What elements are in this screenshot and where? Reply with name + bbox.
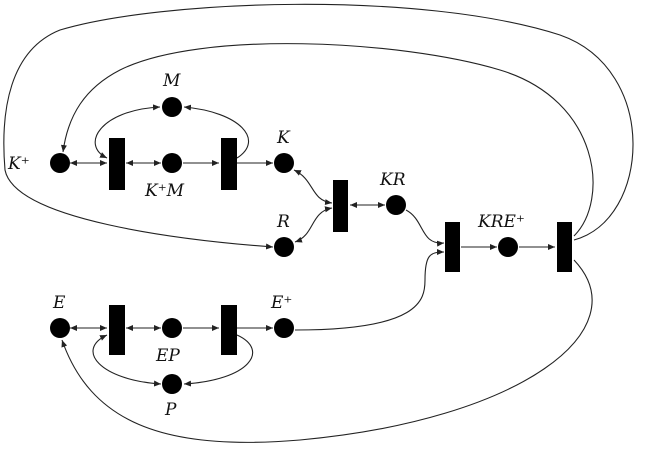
place-p (162, 374, 182, 394)
place-ep (162, 318, 182, 338)
edge-p-t6 (92, 334, 162, 387)
transition-t7 (221, 305, 237, 355)
edge-t5-r (3, 3, 634, 250)
place-e (50, 318, 70, 338)
edge-t3-r (294, 206, 333, 243)
edge-m-t1 (94, 104, 161, 159)
transition-t1 (109, 138, 125, 190)
label-k: K (276, 128, 291, 148)
transitions (109, 138, 572, 355)
label-k-plus: K⁺ (7, 154, 30, 174)
labels: K⁺ M K⁺M K R KR KRE⁺ E EP E⁺ P (7, 71, 525, 420)
label-r: R (276, 212, 290, 232)
transition-t6 (109, 305, 125, 355)
label-ep: EP (155, 346, 180, 366)
edge-eplus-t4 (294, 249, 445, 331)
label-kr: KR (379, 170, 406, 190)
transition-t4 (445, 222, 460, 272)
edges (3, 3, 634, 443)
edge-t5-e (61, 259, 593, 443)
label-k-plus-m: K⁺M (144, 181, 185, 201)
label-e: E (52, 293, 66, 313)
label-m: M (162, 71, 181, 91)
label-e-plus: E⁺ (270, 293, 292, 313)
place-m (162, 97, 182, 117)
transition-t3 (333, 180, 348, 232)
place-kre-plus (498, 237, 518, 257)
edge-k-t3 (293, 169, 333, 206)
edge-t7-p (183, 334, 254, 387)
transition-t2 (221, 138, 237, 190)
place-e-plus (274, 318, 294, 338)
edge-t5-kplus (60, 43, 594, 237)
edge-kr-t4 (405, 209, 445, 247)
place-k (274, 153, 294, 173)
place-k-plus-m (162, 153, 182, 173)
place-kr (386, 195, 406, 215)
places (50, 97, 518, 394)
place-r (274, 237, 294, 257)
place-k-plus (50, 153, 70, 173)
label-p: P (164, 400, 177, 420)
edge-t2-m (183, 104, 249, 159)
label-kre-plus: KRE⁺ (477, 212, 525, 232)
transition-t5 (557, 222, 572, 272)
